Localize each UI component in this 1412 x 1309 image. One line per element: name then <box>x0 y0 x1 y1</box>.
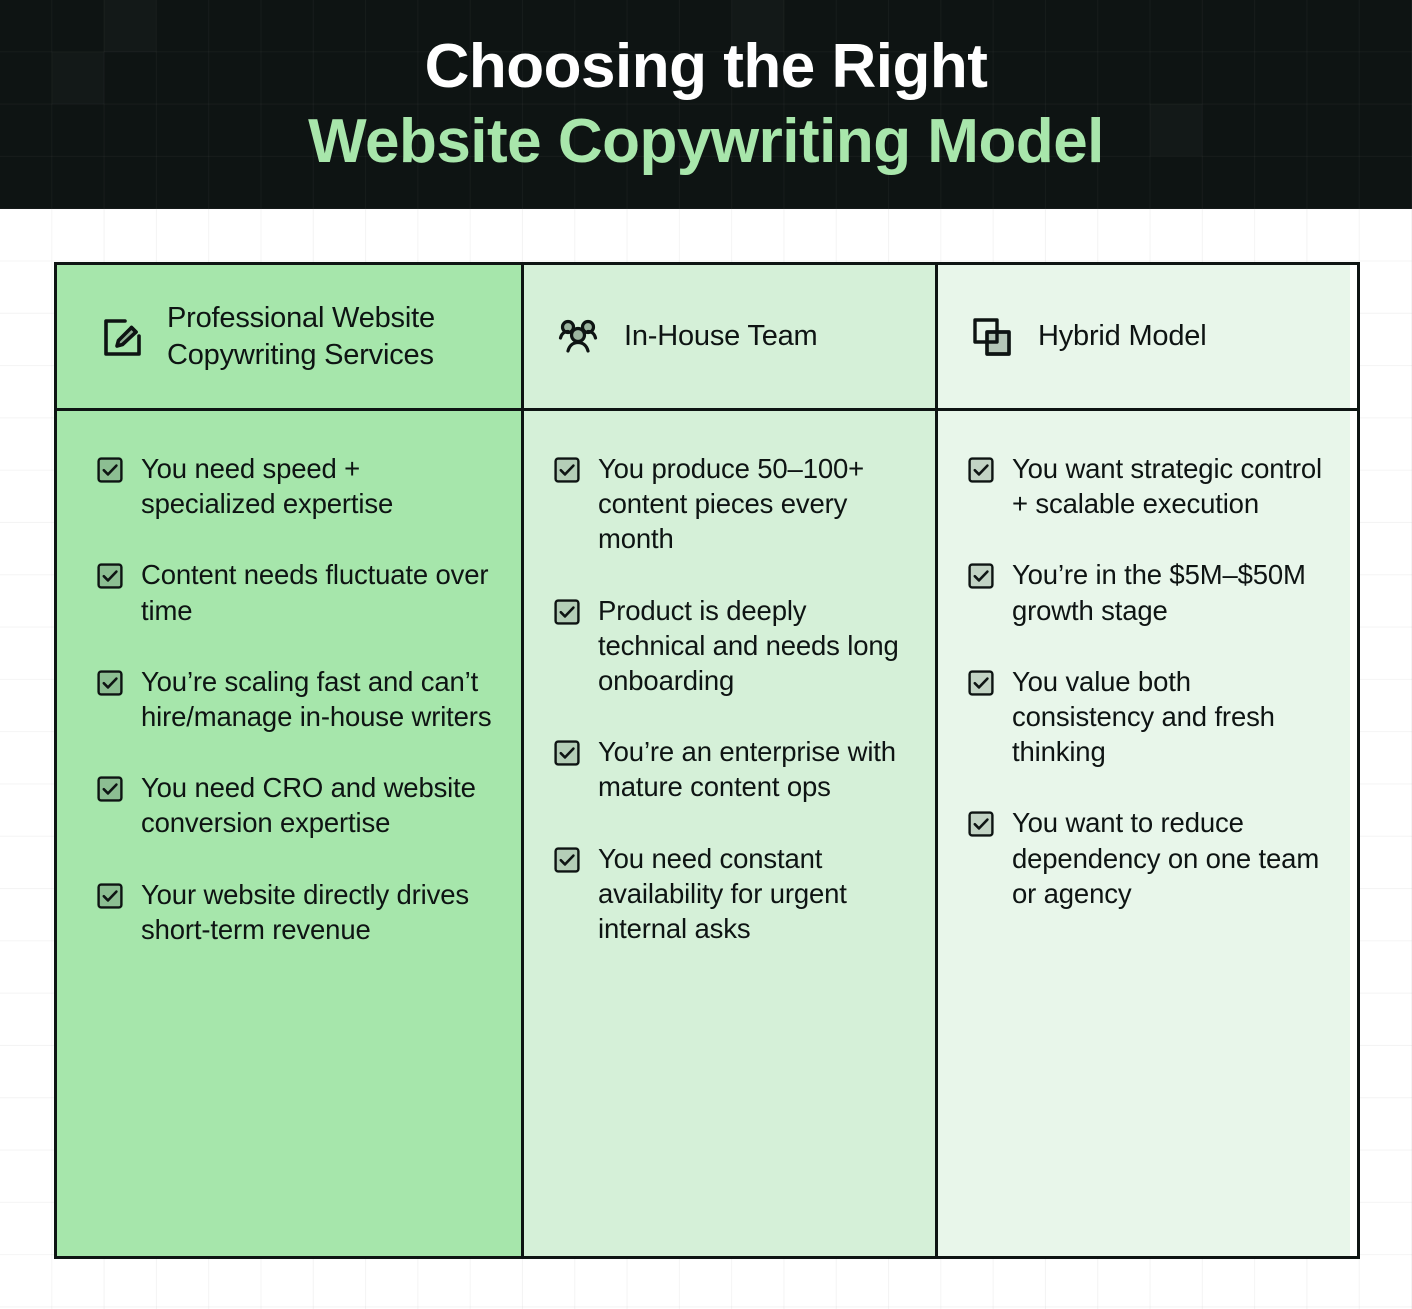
list-item: You need CRO and website conversion expe… <box>97 770 495 840</box>
list-item: You need speed + specialized expertise <box>97 451 495 521</box>
edit-square-icon <box>97 313 145 361</box>
list-item: Content needs fluctuate over time <box>97 557 495 627</box>
list-item: You’re an enterprise with mature content… <box>554 734 915 804</box>
banner-blotch <box>104 0 156 52</box>
checkbox-checked-icon <box>97 457 123 483</box>
table-body-row: You need speed + specialized expertise C… <box>57 411 1357 1256</box>
checkbox-checked-icon <box>97 882 123 909</box>
banner-blotch <box>52 52 104 104</box>
list-item: You value both consistency and fresh thi… <box>968 664 1330 770</box>
checkbox-checked-icon <box>554 846 580 873</box>
list-item-text: You want strategic control + scalable ex… <box>1012 453 1322 520</box>
list-item: You want to reduce dependency on one tea… <box>968 805 1330 911</box>
table-header-cell-in-house-team: In-House Team <box>521 265 935 408</box>
checkbox-checked-icon <box>968 670 994 696</box>
comparison-table: Professional Website Copywriting Service… <box>54 262 1360 1259</box>
list-item: Your website directly drives short-term … <box>97 877 495 947</box>
list-item-text: Your website directly drives short-term … <box>141 878 469 945</box>
page-title-line-1: Choosing the Right <box>424 32 988 102</box>
table-header-cell-professional-services: Professional Website Copywriting Service… <box>57 265 521 408</box>
list-item-text: You produce 50–100+ content pieces every… <box>598 453 865 555</box>
list-item: Product is deeply technical and needs lo… <box>554 593 915 699</box>
table-body-cell-hybrid-model: You want strategic control + scalable ex… <box>935 411 1350 1256</box>
list-item-text: You need constant availability for urgen… <box>598 842 847 944</box>
list-item-text: You’re scaling fast and can’t hire/manag… <box>141 665 492 732</box>
users-group-icon <box>554 313 602 361</box>
list-item-text: You value both consistency and fresh thi… <box>1012 665 1275 768</box>
table-body-cell-in-house-team: You produce 50–100+ content pieces every… <box>521 411 935 1256</box>
checkbox-checked-icon <box>968 563 994 589</box>
list-item-text: You’re in the $5M–$50M growth stage <box>1012 559 1306 626</box>
list-item-text: Product is deeply technical and needs lo… <box>598 594 899 696</box>
banner-blotch <box>1150 104 1202 156</box>
table-header-cell-hybrid-model: Hybrid Model <box>935 265 1350 408</box>
overlapping-squares-icon <box>968 313 1016 361</box>
table-header-label: Hybrid Model <box>1038 320 1207 353</box>
checkbox-checked-icon <box>97 776 123 802</box>
list-item-text: You need speed + specialized expertise <box>141 453 394 520</box>
page-title-line-2: Website Copywriting Model <box>308 106 1104 176</box>
table-header-label: In-House Team <box>624 320 818 353</box>
checkbox-checked-icon <box>97 670 123 696</box>
list-item-text: You need CRO and website conversion expe… <box>141 772 476 839</box>
list-item: You need constant availability for urgen… <box>554 841 915 947</box>
list-item: You’re in the $5M–$50M growth stage <box>968 557 1330 627</box>
checkbox-checked-icon <box>968 457 994 483</box>
checkbox-checked-icon <box>554 598 580 625</box>
title-banner: Choosing the Right Website Copywriting M… <box>0 0 1412 209</box>
checkbox-checked-icon <box>554 457 580 483</box>
table-header-row: Professional Website Copywriting Service… <box>57 265 1357 411</box>
list-item-text: Content needs fluctuate over time <box>141 559 489 626</box>
table-header-label: Professional Website Copywriting Service… <box>167 302 435 371</box>
table-body-cell-professional-services: You need speed + specialized expertise C… <box>57 411 521 1256</box>
list-item-text: You’re an enterprise with mature content… <box>598 736 896 803</box>
checkbox-checked-icon <box>554 740 580 766</box>
list-item: You produce 50–100+ content pieces every… <box>554 451 915 557</box>
list-item: You want strategic control + scalable ex… <box>968 451 1330 521</box>
list-item: You’re scaling fast and can’t hire/manag… <box>97 664 495 734</box>
checkbox-checked-icon <box>97 563 123 589</box>
checkbox-checked-icon <box>968 811 994 837</box>
banner-grid <box>0 0 1412 209</box>
list-item-text: You want to reduce dependency on one tea… <box>1012 807 1320 909</box>
